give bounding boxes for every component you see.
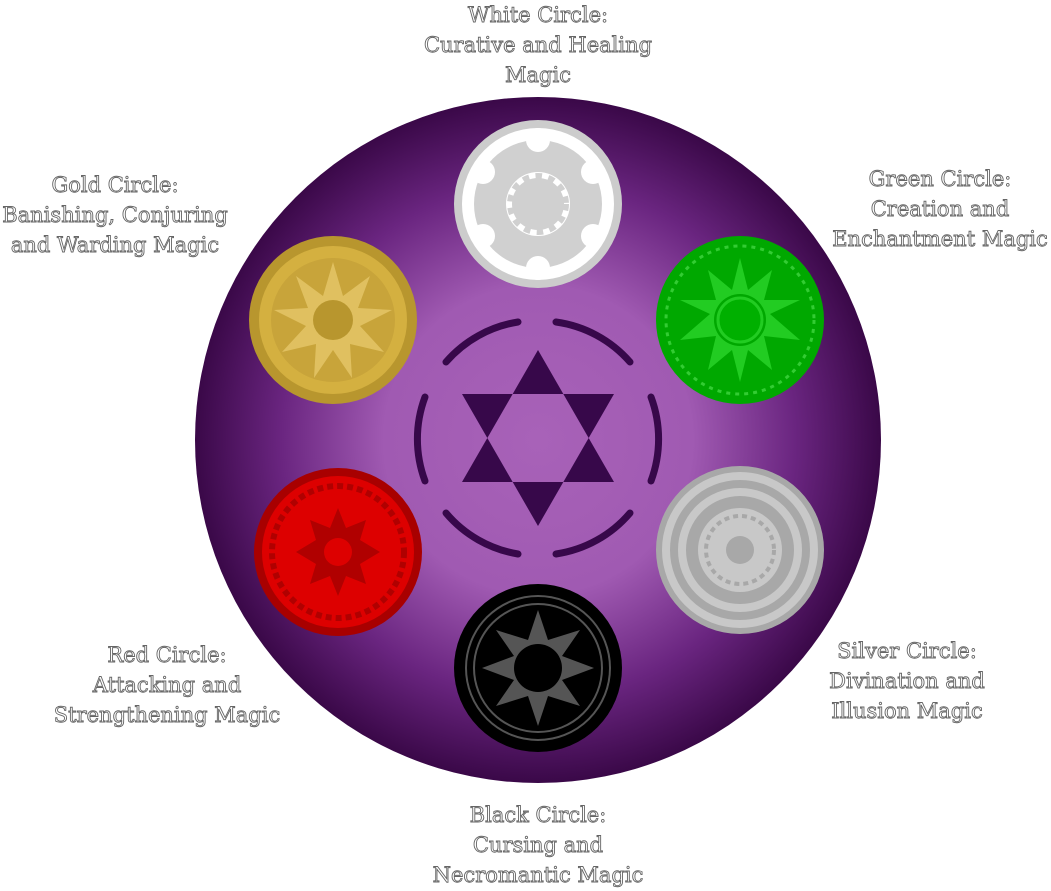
svg-text:and Warding Magic: and Warding Magic [11,233,219,257]
hexagram-icon [413,318,663,558]
red-circle[interactable] [254,468,422,636]
svg-text:Illusion Magic: Illusion Magic [831,699,983,723]
black-circle[interactable] [454,584,622,752]
white-circle[interactable] [454,120,622,288]
svg-text:Creation and: Creation and [871,197,1010,221]
svg-text:Necromantic Magic: Necromantic Magic [433,863,644,887]
svg-text:Magic: Magic [505,63,571,87]
label-green: Green Circle: Creation and Enchantment M… [832,167,1048,252]
gold-circle[interactable] [249,236,417,404]
svg-text:Strengthening Magic: Strengthening Magic [54,703,280,727]
svg-text:Banishing, Conjuring: Banishing, Conjuring [2,203,228,227]
label-gold: Gold Circle: Banishing, Conjuring and Wa… [2,173,228,258]
silver-circle[interactable] [656,466,824,634]
svg-text:Cursing and: Cursing and [473,833,603,857]
svg-text:Attacking and: Attacking and [92,673,242,697]
green-circle[interactable] [656,236,824,404]
svg-text:White Circle:: White Circle: [468,3,608,27]
svg-text:Gold Circle:: Gold Circle: [51,173,178,197]
svg-text:Green Circle:: Green Circle: [869,167,1012,191]
svg-text:Enchantment Magic: Enchantment Magic [832,227,1048,251]
svg-text:Curative and Healing: Curative and Healing [424,33,652,57]
svg-text:Silver Circle:: Silver Circle: [837,639,977,663]
label-silver: Silver Circle: Divination and Illusion M… [829,639,986,724]
svg-text:Black Circle:: Black Circle: [470,803,607,827]
svg-text:Red Circle:: Red Circle: [107,643,226,667]
label-black: Black Circle: Cursing and Necromantic Ma… [432,803,644,888]
label-white: White Circle: Curative and Healing Magic [423,3,652,88]
svg-text:Divination and: Divination and [829,669,985,693]
label-red: Red Circle: Attacking and Strengthening … [53,643,280,728]
